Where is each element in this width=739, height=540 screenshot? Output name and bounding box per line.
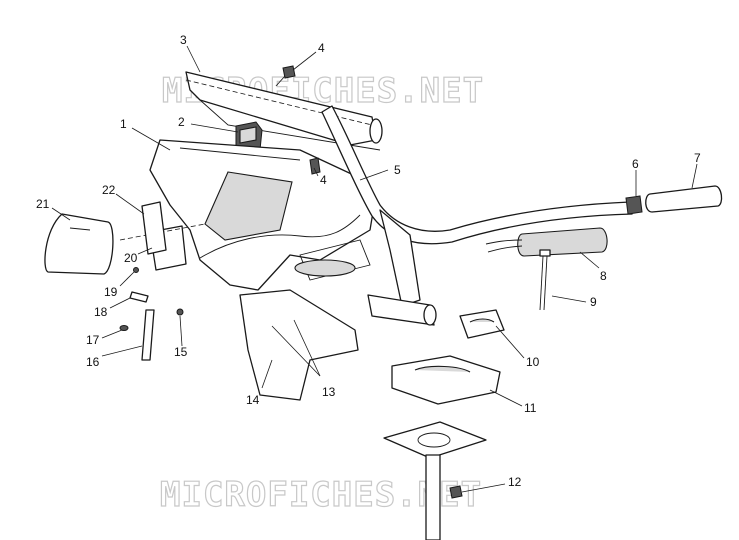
leader-lines bbox=[51, 45, 698, 493]
part-16-rod bbox=[141, 309, 155, 361]
callout-3: 3 bbox=[180, 33, 187, 47]
part-4-screw-center bbox=[309, 157, 321, 175]
callout-1: 1 bbox=[120, 117, 127, 131]
callout-9: 9 bbox=[590, 295, 597, 309]
callout-10: 10 bbox=[526, 355, 540, 369]
callout-labels: 1 2 3 4 4 5 6 7 8 9 10 11 12 13 14 15 16… bbox=[36, 33, 701, 489]
part-15-screw bbox=[176, 308, 184, 316]
callout-19: 19 bbox=[104, 285, 118, 299]
part-14-lower-panel bbox=[239, 289, 359, 401]
part-18-pin bbox=[129, 291, 149, 303]
part-7-grip bbox=[645, 185, 723, 213]
callout-6: 6 bbox=[632, 157, 639, 171]
callout-7: 7 bbox=[694, 151, 701, 165]
callout-2: 2 bbox=[178, 115, 185, 129]
part-10-upper-clamp bbox=[459, 309, 505, 339]
callout-11: 11 bbox=[524, 401, 537, 415]
callout-8: 8 bbox=[600, 269, 607, 283]
callout-5: 5 bbox=[394, 163, 401, 177]
callout-4-center: 4 bbox=[320, 173, 327, 187]
part-4-screw-top bbox=[275, 65, 296, 87]
part-8-throttle-grip bbox=[485, 227, 608, 257]
part-11-lower-clamp bbox=[391, 355, 501, 405]
part-21-cover bbox=[44, 213, 114, 275]
callout-20: 20 bbox=[124, 251, 138, 265]
part-19-clip bbox=[133, 267, 139, 273]
callout-14: 14 bbox=[246, 393, 260, 407]
callout-17: 17 bbox=[86, 333, 100, 347]
callout-4-top: 4 bbox=[318, 41, 325, 55]
callout-13: 13 bbox=[322, 385, 336, 399]
callout-16: 16 bbox=[86, 355, 100, 369]
part-9-bolt bbox=[539, 249, 551, 311]
callout-18: 18 bbox=[94, 305, 108, 319]
part-6-end-cap bbox=[625, 195, 643, 215]
part-1-fairing bbox=[149, 139, 376, 291]
part-12-stem-nut bbox=[383, 421, 487, 540]
part-22-bracket bbox=[141, 201, 167, 255]
callout-12: 12 bbox=[508, 475, 522, 489]
callout-22: 22 bbox=[102, 183, 116, 197]
part-17-washer bbox=[119, 325, 129, 331]
callout-21: 21 bbox=[36, 197, 50, 211]
callout-15: 15 bbox=[174, 345, 188, 359]
